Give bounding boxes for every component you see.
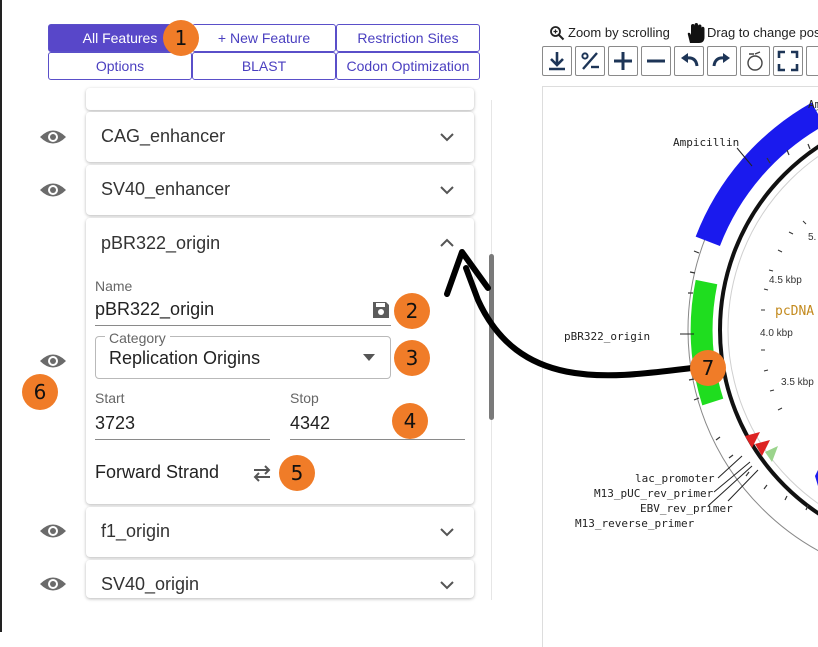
percent-button[interactable] bbox=[575, 46, 605, 76]
feature-name: SV40_origin bbox=[101, 574, 200, 594]
inner-ticks bbox=[761, 220, 807, 411]
hand-icon bbox=[687, 23, 705, 43]
download-button[interactable] bbox=[542, 46, 572, 76]
map-label-ampicillin[interactable]: Ampicillin bbox=[673, 136, 739, 149]
eye-icon[interactable] bbox=[38, 351, 68, 371]
download-icon bbox=[549, 52, 565, 71]
circular-view-icon bbox=[747, 51, 763, 71]
minus-icon bbox=[647, 59, 665, 63]
eye-icon[interactable] bbox=[38, 574, 68, 594]
eye-icon[interactable] bbox=[38, 127, 68, 147]
tick-label-4-5k: 4.5 kbp bbox=[769, 275, 802, 286]
outer-ticks bbox=[688, 143, 811, 511]
stop-underline bbox=[290, 439, 465, 440]
tick-label-4-0k: 4.0 kbp bbox=[760, 328, 793, 339]
m13-primer-feature[interactable] bbox=[755, 440, 770, 456]
callout-5: 5 bbox=[279, 455, 315, 491]
zoom-out-button[interactable] bbox=[641, 46, 671, 76]
feature-card-sv40-origin[interactable]: SV40_origin bbox=[86, 560, 474, 598]
feature-name: pBR322_origin bbox=[101, 233, 221, 253]
stop-input[interactable]: 4342 bbox=[290, 413, 331, 433]
plus-icon bbox=[614, 52, 632, 70]
rotate-right-button[interactable] bbox=[707, 46, 737, 76]
scrollbar-thumb[interactable] bbox=[489, 254, 494, 420]
callout-7: 7 bbox=[690, 350, 726, 386]
feature-card-sv40-enhancer[interactable]: SV40_enhancer bbox=[86, 165, 474, 215]
zoom-hint: Zoom by scrolling bbox=[568, 25, 670, 40]
feature-card-f1-origin[interactable]: f1_origin bbox=[86, 507, 474, 557]
ebv-primer-feature[interactable] bbox=[765, 446, 778, 462]
backbone-ring bbox=[718, 144, 818, 516]
zoom-icon bbox=[550, 26, 565, 41]
tab-restriction-sites[interactable]: Restriction Sites bbox=[336, 24, 480, 52]
feature-name: f1_origin bbox=[101, 521, 171, 541]
name-input[interactable]: pBR322_origin bbox=[95, 299, 215, 319]
chevron-up-icon[interactable] bbox=[440, 238, 454, 247]
stop-label: Stop bbox=[290, 390, 319, 406]
chevron-down-icon[interactable] bbox=[440, 133, 454, 142]
rotate-right-icon bbox=[712, 53, 730, 67]
category-label: Category bbox=[105, 330, 170, 346]
plasmid-map[interactable]: Am Ampicillin pBR322_origin lac_promoter… bbox=[543, 87, 818, 632]
tab-codon-optimization[interactable]: Codon Optimization bbox=[336, 52, 480, 80]
callout-1: 1 bbox=[163, 20, 199, 56]
chevron-down-icon[interactable] bbox=[440, 528, 454, 537]
zoom-in-button[interactable] bbox=[608, 46, 638, 76]
map-label-pbr322-origin[interactable]: pBR322_origin bbox=[564, 330, 650, 343]
feature-card-cag-enhancer[interactable]: CAG_enhancer bbox=[86, 112, 474, 162]
map-label-lac-promoter[interactable]: lac_promoter bbox=[635, 472, 715, 485]
pbr322-origin-feature[interactable] bbox=[690, 279, 724, 406]
drag-hint: Drag to change pos bbox=[707, 25, 818, 40]
outer-ring bbox=[687, 108, 818, 552]
blue-edge-feature[interactable] bbox=[815, 470, 818, 486]
chevron-down-icon[interactable] bbox=[440, 186, 454, 195]
chevron-down-icon[interactable] bbox=[440, 581, 454, 590]
plasmid-name: pcDNA bbox=[775, 304, 814, 319]
callout-4: 4 bbox=[392, 403, 428, 439]
tick-label-3-5k: 3.5 kbp bbox=[781, 377, 814, 388]
tab-options[interactable]: Options bbox=[48, 52, 192, 80]
feature-name: CAG_enhancer bbox=[101, 126, 226, 146]
name-underline bbox=[95, 325, 391, 326]
eye-icon[interactable] bbox=[38, 180, 68, 200]
eye-icon[interactable] bbox=[38, 521, 68, 541]
map-label-m13-reverse-primer[interactable]: M13_reverse_primer bbox=[575, 517, 695, 530]
tab-blast[interactable]: BLAST bbox=[192, 52, 336, 80]
dropdown-arrow-icon[interactable] bbox=[363, 354, 375, 361]
annotation-arrow bbox=[444, 249, 695, 379]
tab-new-feature[interactable]: + New Feature bbox=[192, 24, 336, 52]
rotate-left-icon bbox=[681, 53, 699, 67]
name-label: Name bbox=[95, 278, 133, 294]
feature-card-partial bbox=[86, 88, 474, 110]
inner-ring bbox=[727, 156, 818, 504]
lac-promoter-feature[interactable] bbox=[745, 432, 760, 448]
tick-label-5k: 5. bbox=[808, 232, 816, 243]
start-label: Start bbox=[95, 390, 125, 406]
category-value: Replication Origins bbox=[109, 348, 261, 368]
swap-strand-icon[interactable] bbox=[251, 464, 273, 482]
rotate-left-button[interactable] bbox=[674, 46, 704, 76]
fullscreen-icon bbox=[777, 50, 799, 72]
fullscreen-button[interactable] bbox=[773, 46, 803, 76]
ampicillin-feature[interactable] bbox=[695, 102, 818, 247]
callout-3: 3 bbox=[394, 340, 430, 376]
callout-2: 2 bbox=[394, 293, 430, 329]
map-label-m13-puc-rev-primer[interactable]: M13_pUC_rev_primer bbox=[594, 487, 714, 500]
percent-icon bbox=[581, 52, 599, 70]
save-icon[interactable] bbox=[371, 300, 391, 320]
callout-6: 6 bbox=[22, 374, 58, 410]
circular-view-button[interactable] bbox=[740, 46, 770, 76]
map-label-top: Am bbox=[808, 98, 818, 111]
label-leaders bbox=[680, 147, 759, 507]
strand-label: Forward Strand bbox=[95, 462, 220, 482]
map-label-ebv-rev-primer[interactable]: EBV_rev_primer bbox=[640, 502, 733, 515]
start-underline bbox=[95, 439, 270, 440]
category-select[interactable] bbox=[95, 336, 391, 379]
window-edge bbox=[0, 0, 2, 632]
toolbar-overflow-button[interactable] bbox=[806, 46, 818, 76]
start-input[interactable]: 3723 bbox=[95, 413, 136, 433]
feature-name: SV40_enhancer bbox=[101, 179, 231, 199]
